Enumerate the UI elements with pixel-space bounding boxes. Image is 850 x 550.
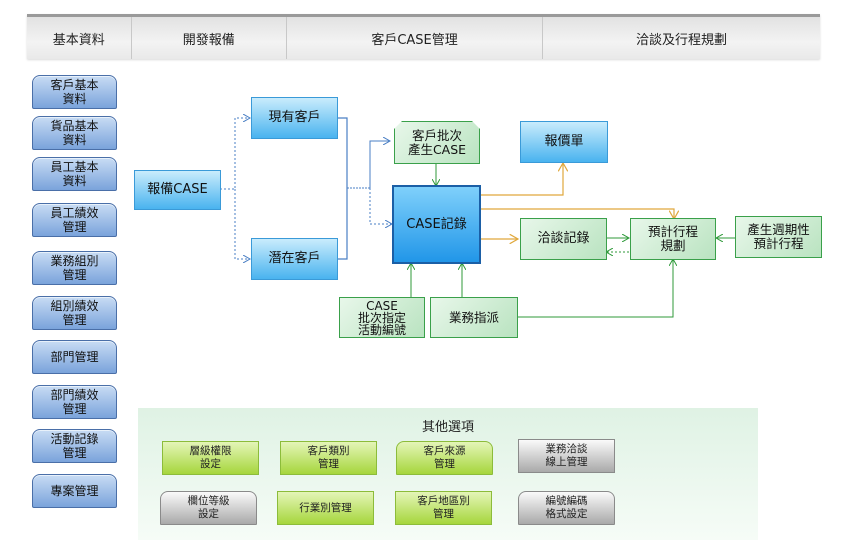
option-field-level[interactable]: 欄位等級 設定 (160, 491, 257, 525)
option-permission-level[interactable]: 層級權限 設定 (162, 441, 259, 475)
sidebar-item-project[interactable]: 專案管理 (32, 474, 117, 508)
sidebar-item-goods-basic-data[interactable]: 貨品基本 資料 (32, 116, 117, 150)
option-customer-category[interactable]: 客戶類別 管理 (280, 441, 377, 475)
schedule-planning-box[interactable]: 預計行程 規劃 (630, 218, 716, 260)
option-industry[interactable]: 行業別管理 (277, 491, 374, 525)
periodic-schedule-box[interactable]: 產生週期性 預計行程 (735, 216, 822, 258)
potential-customer-box[interactable]: 潛在客戶 (251, 238, 338, 280)
existing-customer-box[interactable]: 現有客戶 (251, 97, 338, 139)
connector-case-to-quotation (480, 163, 563, 196)
other-options-panel: 其他選項 層級權限 設定 客戶類別 管理 客戶來源 管理 業務洽談 線上管理 欄… (138, 408, 758, 540)
tab-negotiation-scheduling[interactable]: 洽談及行程規劃 (636, 32, 728, 48)
option-customer-source[interactable]: 客戶來源 管理 (396, 441, 493, 475)
sales-assign-box[interactable]: 業務指派 (430, 297, 518, 338)
tab-customer-case-management[interactable]: 客戶CASE管理 (287, 17, 544, 59)
option-sales-negotiation-online[interactable]: 業務洽談 線上管理 (518, 439, 615, 473)
other-options-title: 其他選項 (421, 420, 474, 435)
tab-development-report[interactable]: 開發報備 (132, 17, 288, 59)
connector-existing-merge (337, 117, 348, 260)
case-record-box[interactable]: CASE記錄 (392, 185, 481, 264)
sidebar-item-customer-basic-data[interactable]: 客戶基本 資料 (32, 75, 117, 109)
connector-to-case-record (369, 188, 392, 224)
sidebar-item-activity-record[interactable]: 活動記錄 管理 (32, 429, 117, 463)
sidebar-item-employee-performance[interactable]: 員工績效 管理 (32, 203, 117, 237)
sidebar-item-group-performance[interactable]: 組別績效 管理 (32, 296, 117, 330)
option-customer-region[interactable]: 客戶地區別 管理 (395, 491, 492, 525)
connector-to-batch-case (369, 141, 390, 188)
connector-report-to-existing (220, 118, 250, 190)
batch-case-box[interactable]: 客戶批次 產生CASE (394, 121, 480, 164)
quotation-box[interactable]: 報價單 (520, 121, 608, 163)
tab-basic-data[interactable]: 基本資料 (27, 17, 132, 59)
report-case-box[interactable]: 報備CASE (134, 170, 221, 210)
batch-activity-box[interactable]: CASE 批次指定 活動編號 (339, 297, 425, 338)
sidebar-item-sales-group[interactable]: 業務組別 管理 (32, 251, 117, 285)
option-number-format[interactable]: 編號編碼 格式設定 (518, 491, 615, 525)
connector-sales-assign-to-schedule (516, 259, 673, 318)
sidebar-item-employee-basic-data[interactable]: 員工基本 資料 (32, 157, 117, 191)
sidebar-item-department[interactable]: 部門管理 (32, 340, 117, 374)
connector-case-to-schedule (480, 208, 674, 219)
top-nav: 基本資料 開發報備 客戶CASE管理 洽談及行程規劃 (27, 14, 820, 59)
connector-report-to-potential (234, 189, 250, 259)
negotiation-record-box[interactable]: 洽談記錄 (520, 218, 607, 260)
sidebar-item-department-performance[interactable]: 部門績效 管理 (32, 385, 117, 419)
